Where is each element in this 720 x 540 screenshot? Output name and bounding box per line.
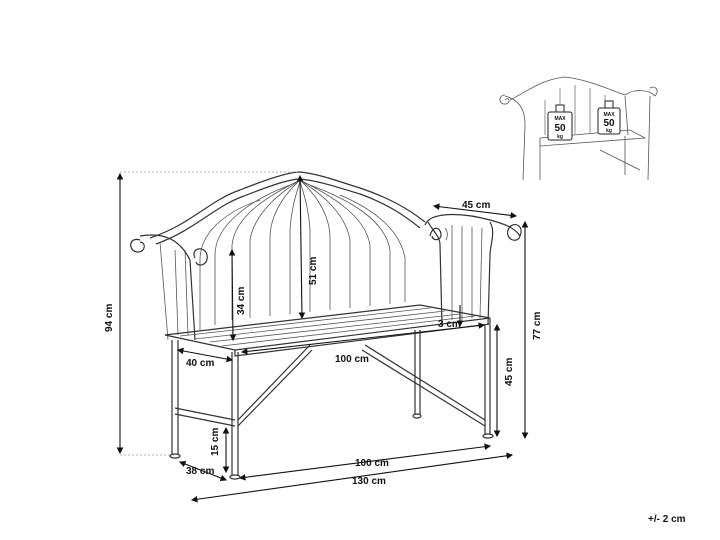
dimension-lines [116,171,529,503]
weight-max-label: MAX [554,116,566,122]
weight-max-label: MAX [603,112,615,118]
armrest-depth-label: 45 cm [462,200,490,211]
leg-depth-label: 38 cm [186,466,214,477]
seat-height-label: 45 cm [504,358,515,386]
total-width-label: 130 cm [352,476,386,487]
backrest-height-label: 51 cm [308,257,319,285]
seat-width-label: 100 cm [335,354,369,365]
weight-unit: kg [606,128,612,134]
weight-capacity-thumbnail: MAX 50 kg MAX 50 kg [499,76,658,181]
weight-value: 50 [554,123,566,134]
weight-icon-2: MAX 50 kg [597,100,621,135]
weight-unit: kg [557,134,563,140]
armrest-height-label: 77 cm [532,312,543,340]
weight-value: 50 [603,118,615,129]
armrest-above-seat-label: 34 cm [236,287,247,315]
dimension-labels: 45 cm 51 cm 34 cm 94 cm 77 cm 3 cm 40 cm… [104,200,686,525]
leg-width-label: 100 cm [355,458,389,469]
weight-icon-1: MAX 50 kg [547,104,573,141]
seat-depth-label: 40 cm [186,358,214,369]
tolerance-label: +/- 2 cm [648,514,686,525]
crossbar-height-label: 15 cm [210,428,221,456]
total-height-label: 94 cm [104,304,115,332]
seat-thickness-label: 3 cm [438,319,461,330]
bench-drawing [130,171,522,480]
